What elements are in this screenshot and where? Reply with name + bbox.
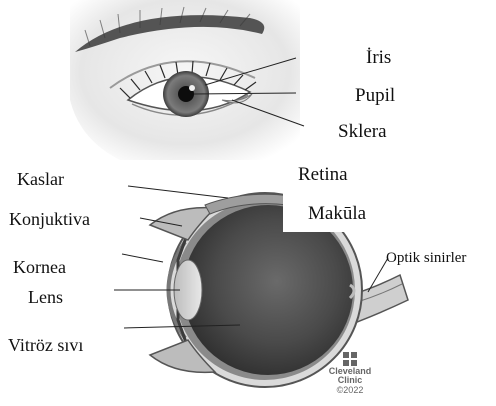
label-macula: Makūla: [308, 204, 366, 223]
label-lens: Lens: [28, 288, 63, 306]
label-conjunctiva: Konjuktiva: [9, 210, 90, 228]
label-sclera: Sklera: [338, 122, 387, 141]
clinic-logo-icon: [343, 352, 357, 366]
leader-muscles: [128, 186, 228, 198]
clinic-credit: Cleveland Clinic ©2022: [326, 352, 374, 395]
label-cornea: Kornea: [13, 258, 66, 276]
copyright-year: ©2022: [326, 386, 374, 395]
label-optic-nerves: Optik sinirler: [386, 251, 466, 266]
leader-cornea: [122, 254, 163, 262]
face-region: [70, 0, 300, 160]
label-pupil: Pupil: [355, 86, 395, 105]
label-muscles: Kaslar: [17, 170, 64, 188]
label-iris: İris: [366, 48, 391, 67]
label-vitreous: Vitröz sıvı: [8, 336, 83, 354]
label-retina: Retina: [298, 165, 348, 184]
